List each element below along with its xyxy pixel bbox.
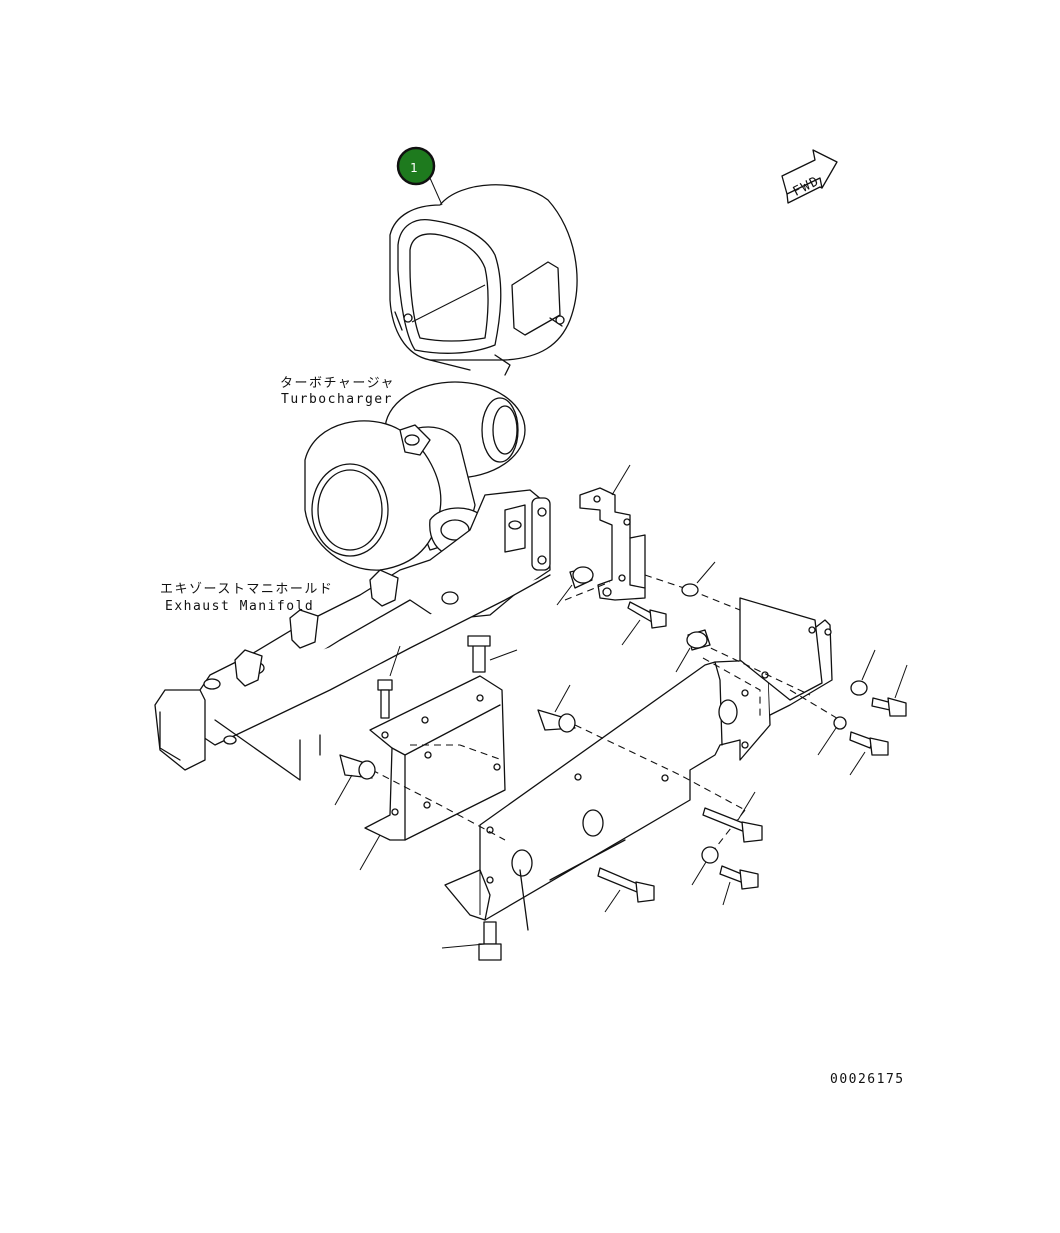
washer-1[interactable] [681, 561, 716, 597]
exhaust-manifold[interactable] [154, 489, 551, 781]
alignment-lines [371, 574, 841, 856]
bolt-8[interactable] [597, 867, 655, 913]
bolt-6[interactable] [702, 791, 763, 843]
bolt-9[interactable] [441, 921, 502, 961]
washer-4[interactable] [691, 846, 719, 886]
bolt-2[interactable] [467, 635, 518, 673]
lower-bracket[interactable] [359, 675, 506, 871]
bolt-7[interactable] [719, 865, 759, 906]
spacer-2[interactable] [675, 629, 711, 673]
spacer-3[interactable] [537, 684, 576, 733]
callout-1-leader [429, 177, 443, 206]
upper-bracket[interactable] [579, 464, 646, 601]
heat-shield-cover[interactable] [389, 184, 578, 376]
bolt-4[interactable] [871, 664, 908, 717]
callout-1[interactable]: 1 [396, 146, 443, 206]
turbocharger[interactable] [304, 381, 526, 571]
exhaust-manifold-label-jp: エキゾーストマニホールド [160, 582, 333, 597]
drawing-number: 00026175 [830, 1072, 905, 1087]
washer-3[interactable] [817, 716, 847, 756]
fwd-arrow: FWD [781, 149, 838, 204]
bolt-1[interactable] [621, 601, 667, 646]
washer-2[interactable] [850, 649, 876, 696]
callout-1-circle[interactable] [396, 146, 436, 186]
main-bracket[interactable] [444, 597, 833, 931]
spacer-4[interactable] [334, 754, 376, 806]
exhaust-manifold-label-en: Exhaust Manifold [165, 599, 314, 614]
turbocharger-label-jp: ターボチャージャ [280, 376, 395, 391]
bolt-3[interactable] [377, 645, 401, 719]
turbocharger-label-en: Turbocharger [281, 392, 393, 407]
bolt-5[interactable] [849, 731, 889, 776]
callout-1-number: 1 [410, 161, 418, 175]
spacer-1[interactable] [556, 566, 594, 606]
